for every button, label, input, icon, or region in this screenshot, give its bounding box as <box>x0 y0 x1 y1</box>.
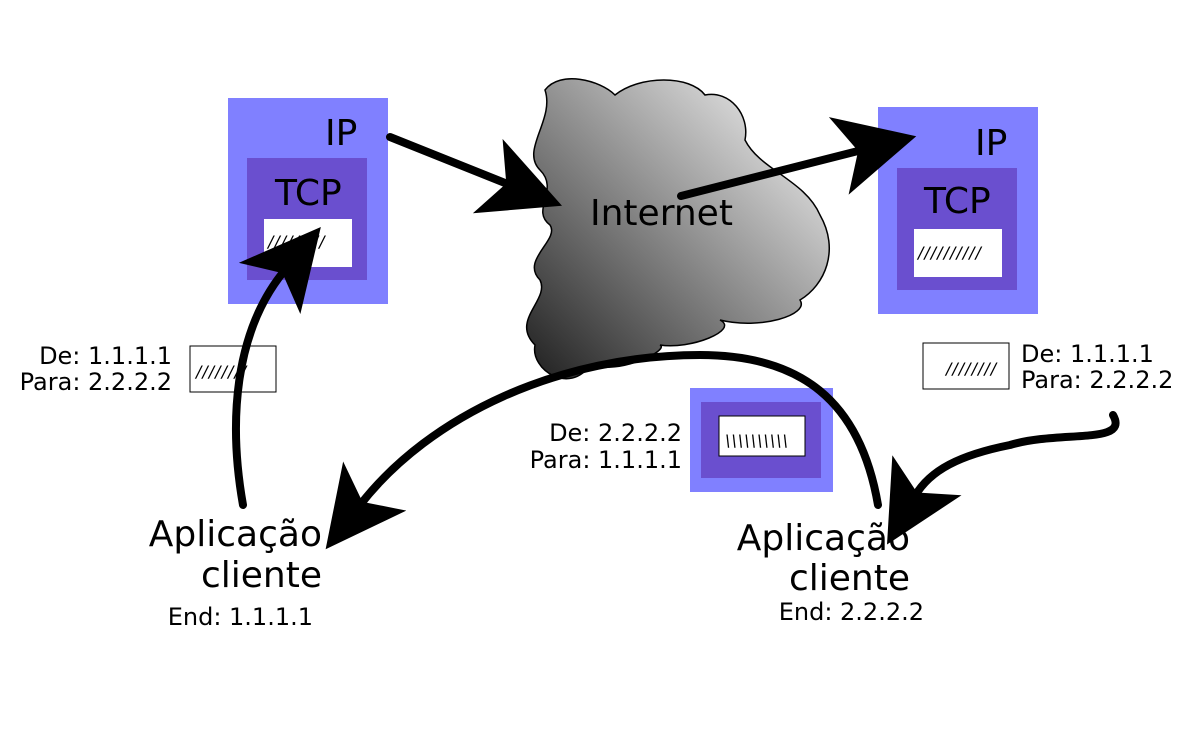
right-payload-data: ////////// <box>916 243 983 262</box>
reply-to-label: Para: 1.1.1.1 <box>530 446 682 474</box>
right-app-line1: Aplicação <box>737 518 910 559</box>
right-app-line2: cliente <box>789 558 910 599</box>
right-packet: //////// De: 1.1.1.1 Para: 2.2.2.2 <box>922 340 1173 394</box>
right-packet-from: De: 1.1.1.1 <box>1021 340 1154 368</box>
left-app-line2: cliente <box>201 555 322 596</box>
right-ip-label: IP <box>975 123 1007 164</box>
right-payload-box <box>914 229 1002 277</box>
right-tcp-label: TCP <box>923 181 991 222</box>
arrow-left-app-to-left-stack <box>232 226 321 509</box>
arrows <box>232 117 1120 550</box>
right-client-app: Aplicação cliente End: 2.2.2.2 <box>737 518 924 626</box>
arrow-left-ip-to-internet <box>386 133 562 214</box>
left-client-app: Aplicação cliente End: 1.1.1.1 <box>149 514 322 631</box>
left-packet: De: 1.1.1.1 Para: 2.2.2.2 //////// <box>20 342 277 396</box>
left-payload-data: ///////// <box>266 232 326 251</box>
reply-from-label: De: 2.2.2.2 <box>549 419 682 447</box>
reply-packet: \\\\\\\\\\ De: 2.2.2.2 Para: 1.1.1.1 <box>530 388 833 492</box>
arrow-right-app-to-left-app <box>325 350 882 550</box>
left-app-address: End: 1.1.1.1 <box>168 603 313 631</box>
arrow-internet-to-right-ip <box>677 117 917 200</box>
arrow-right-packet-to-right-app <box>886 411 1120 545</box>
left-tcp-label: TCP <box>274 173 342 214</box>
right-app-address: End: 2.2.2.2 <box>779 598 924 626</box>
right-protocol-stack: IP TCP ////////// <box>878 107 1038 314</box>
reply-payload-box <box>718 415 806 457</box>
internet-label: Internet <box>590 193 733 234</box>
cloud-shape <box>525 78 830 380</box>
reply-payload-data: \\\\\\\\\\ <box>725 431 789 450</box>
internet-cloud: Internet <box>525 78 830 380</box>
right-packet-data: //////// <box>944 359 998 378</box>
right-packet-box <box>922 342 1010 390</box>
left-ip-label: IP <box>325 113 357 154</box>
right-packet-to: Para: 2.2.2.2 <box>1021 366 1173 394</box>
left-packet-to: Para: 2.2.2.2 <box>20 368 172 396</box>
left-protocol-stack: IP TCP ///////// <box>228 98 388 304</box>
left-packet-from: De: 1.1.1.1 <box>39 342 172 370</box>
left-app-line1: Aplicação <box>149 514 322 555</box>
left-packet-data: //////// <box>194 362 248 381</box>
left-packet-box <box>189 345 277 393</box>
